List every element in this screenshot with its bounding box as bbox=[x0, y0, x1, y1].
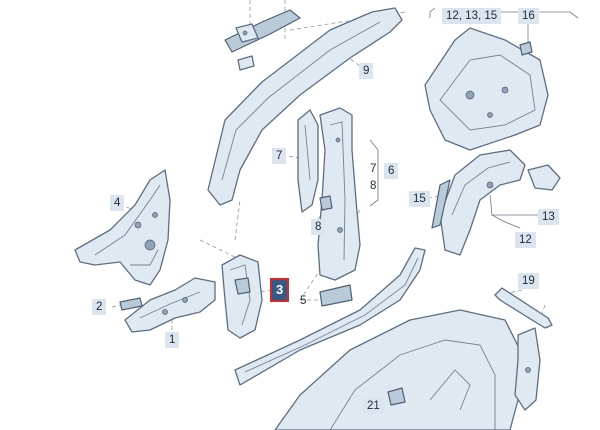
callout-7-left[interactable]: 7 bbox=[272, 148, 287, 164]
callout-7-right[interactable]: 7 bbox=[370, 163, 377, 175]
part-3-a-pillar-lower bbox=[221, 254, 263, 339]
callout-6[interactable]: 6 bbox=[384, 163, 399, 179]
part-12-quarter-inner bbox=[424, 27, 561, 256]
callout-8-right[interactable]: 8 bbox=[370, 180, 377, 192]
callout-9[interactable]: 9 bbox=[359, 63, 374, 79]
callout-12-13-15[interactable]: 12, 13, 15 bbox=[442, 8, 502, 24]
callout-3-selected[interactable]: 3 bbox=[269, 278, 290, 302]
callout-15[interactable]: 15 bbox=[409, 191, 430, 207]
part-1-lower-bracket bbox=[119, 277, 216, 333]
callout-16[interactable]: 16 bbox=[518, 8, 539, 24]
callout-5[interactable]: 5 bbox=[300, 295, 307, 307]
callout-13[interactable]: 13 bbox=[538, 209, 559, 225]
callout-4[interactable]: 4 bbox=[110, 195, 125, 211]
callout-8-left[interactable]: 8 bbox=[311, 219, 326, 235]
callout-19[interactable]: 19 bbox=[518, 273, 539, 289]
part-9-roof-rail bbox=[207, 7, 403, 206]
part-19-rear-bracket bbox=[494, 287, 553, 411]
part-4-front-inner bbox=[74, 169, 171, 286]
part-5-sill-panel bbox=[234, 247, 426, 386]
body-side-outer bbox=[274, 309, 521, 430]
callout-12[interactable]: 12 bbox=[515, 232, 536, 248]
part-6-b-pillar bbox=[297, 107, 361, 281]
callout-21[interactable]: 21 bbox=[363, 398, 384, 414]
callout-1[interactable]: 1 bbox=[165, 332, 180, 348]
callout-2[interactable]: 2 bbox=[92, 299, 107, 315]
